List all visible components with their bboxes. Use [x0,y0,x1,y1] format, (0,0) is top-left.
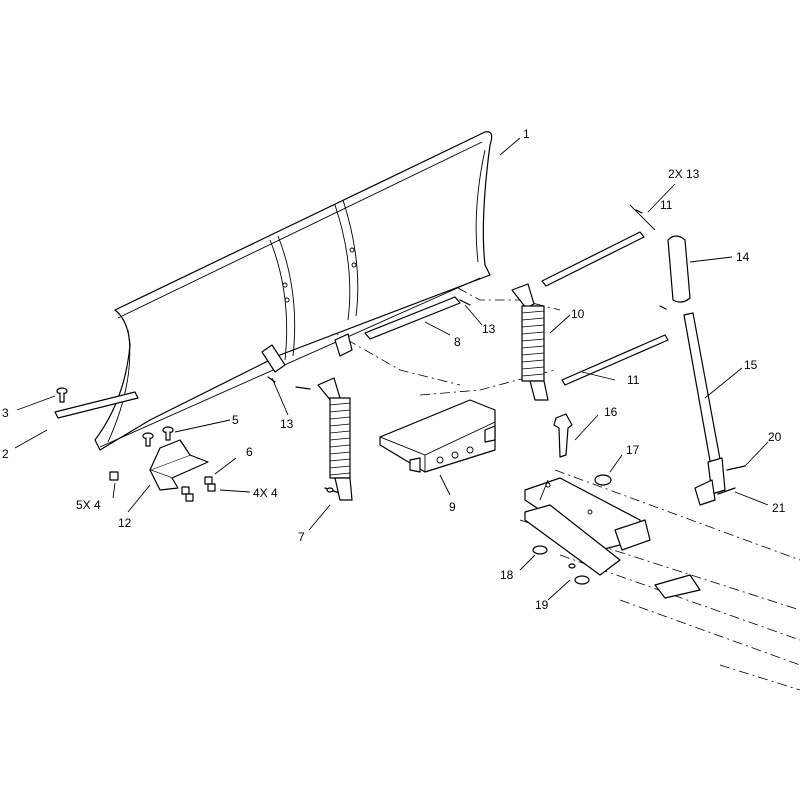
callout-3: 3 [2,406,9,420]
callout-14: 14 [736,250,750,264]
callout-7: 7 [298,530,305,544]
skid-shoe [149,439,209,491]
callout-4x4: 4X 4 [253,486,278,500]
callout-6: 6 [246,445,253,459]
spring-left [317,377,353,501]
callout-17: 17 [626,443,640,457]
spring-right [511,283,549,401]
leader-lines [14,137,769,601]
callout-8: 8 [454,335,461,349]
cutting-edge [54,391,139,419]
callout-12: 12 [118,516,132,530]
callout-11-lower: 11 [627,373,640,387]
callout-2x13: 2X 13 [668,167,700,181]
callout-18: 18 [500,568,514,582]
washer-19 [568,563,590,585]
callout-20: 20 [768,430,782,444]
plow-blade [94,131,493,451]
callout-5x4: 5X 4 [76,498,101,512]
callout-5: 5 [232,413,239,427]
callout-15: 15 [744,358,758,372]
handle-grip [667,235,691,303]
callout-2: 2 [2,447,9,461]
callout-labels: 1 2 3 4X 4 5 5X 4 6 7 8 9 10 11 11 12 13… [2,127,786,612]
hardware-nuts [109,471,216,502]
callout-19: 19 [535,598,549,612]
lift-lever [683,312,726,506]
skid-bolts [142,426,174,447]
mounting-frame [379,399,496,473]
callout-16: 16 [604,405,618,419]
lever-pins [717,465,746,495]
cotter-pins [267,209,667,390]
pivot-rod [364,296,461,340]
callout-13-right: 13 [482,322,496,336]
cap [594,474,612,486]
callout-1: 1 [523,127,530,141]
tractor-frame [524,477,701,599]
washer-18 [532,545,548,555]
callout-11-upper: 11 [660,198,673,212]
callout-21: 21 [772,501,786,515]
callout-9: 9 [449,500,456,514]
callout-13-left: 13 [280,417,294,431]
callout-10: 10 [571,307,585,321]
carriage-bolt [56,387,68,403]
rods [541,231,669,386]
hitch-pin [553,413,573,458]
